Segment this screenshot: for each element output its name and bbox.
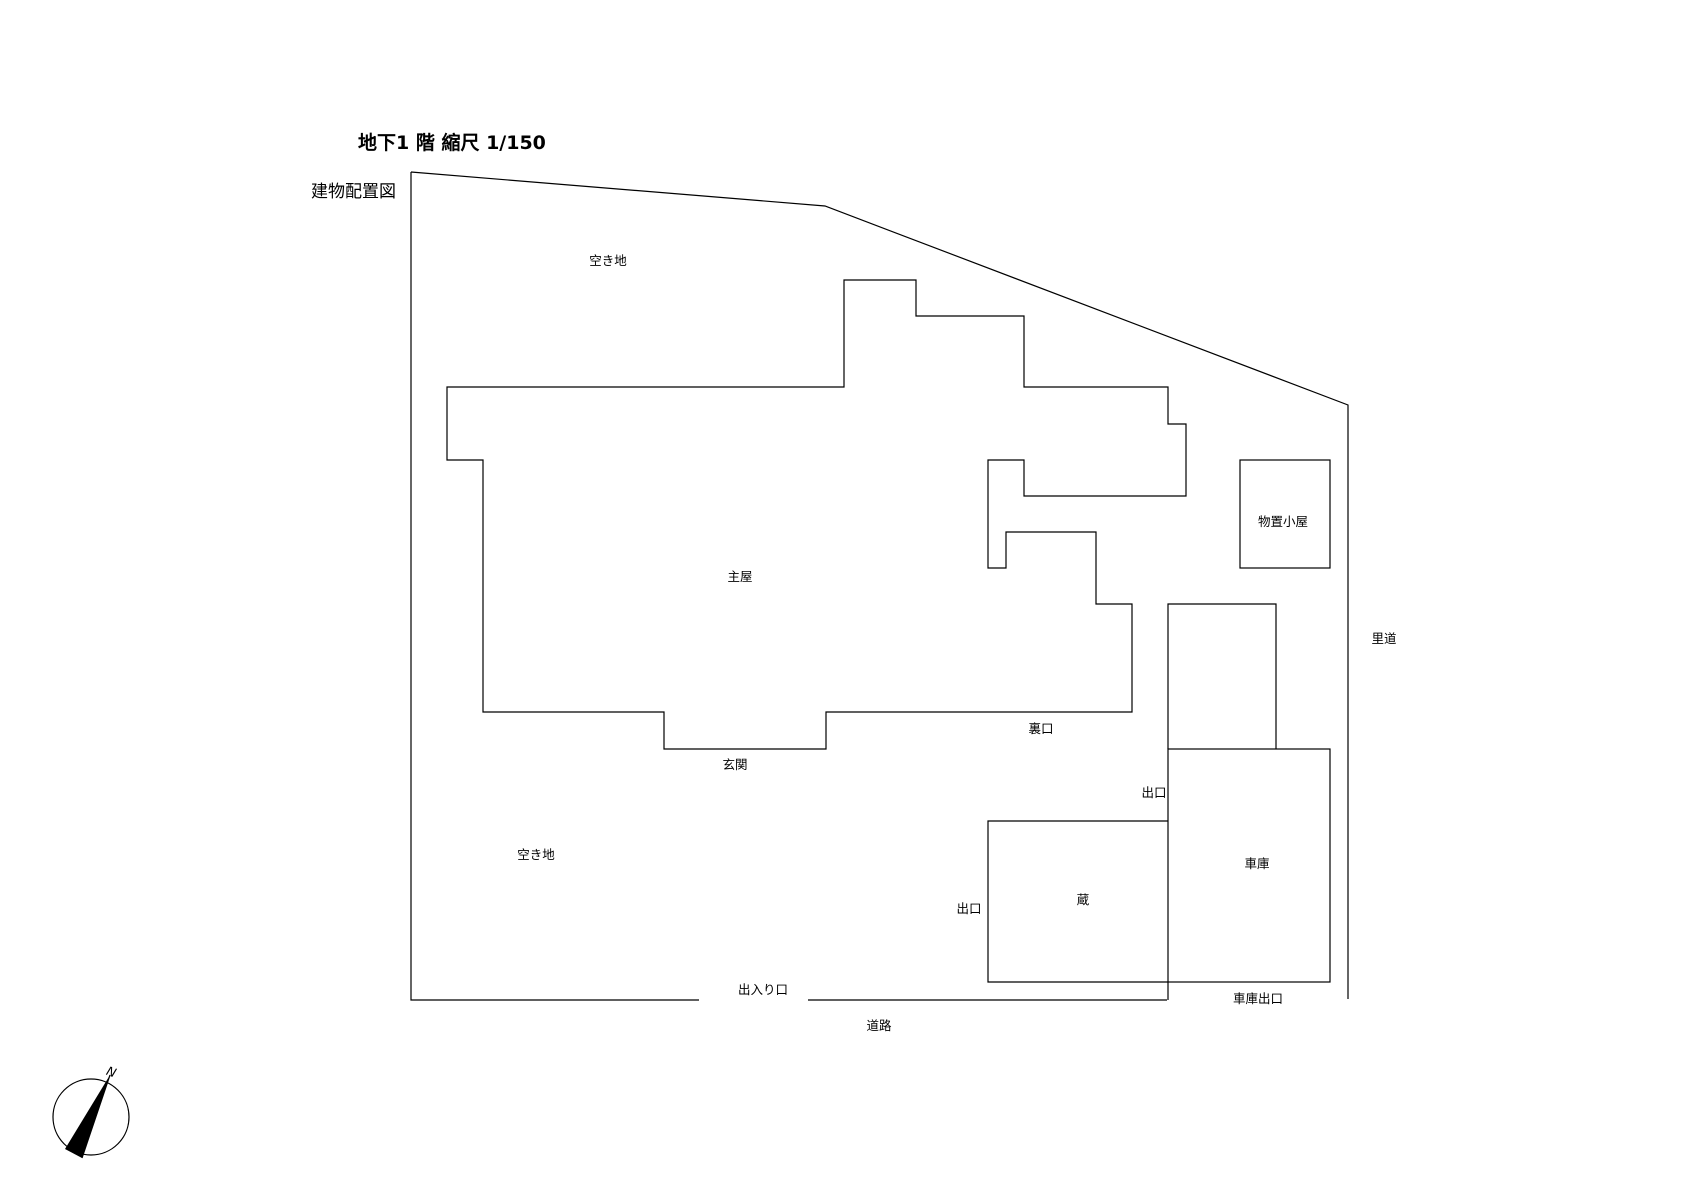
label-storage-shed: 物置小屋 bbox=[1258, 514, 1308, 529]
storage-shed-outline bbox=[1239, 459, 1331, 569]
label-garage-exit: 車庫出口 bbox=[1233, 991, 1283, 1006]
site-boundary bbox=[410, 171, 1349, 1001]
main-house-outline bbox=[446, 279, 1187, 750]
storehouse-outline bbox=[987, 820, 1169, 1000]
drawing-subtitle: 建物配置図 bbox=[311, 182, 396, 202]
label-garage: 車庫 bbox=[1244, 856, 1269, 871]
label-exit-upper: 出口 bbox=[1141, 785, 1166, 800]
north-compass: N bbox=[52, 1063, 130, 1159]
compass-north-label: N bbox=[105, 1063, 120, 1081]
label-exit-left: 出口 bbox=[956, 901, 981, 916]
garage-annex-outline bbox=[1167, 603, 1277, 749]
label-entrance: 玄関 bbox=[722, 757, 747, 772]
label-road: 道路 bbox=[866, 1018, 892, 1033]
compass-needle-edge bbox=[81, 1074, 111, 1159]
label-back-door: 裏口 bbox=[1028, 721, 1053, 736]
label-storehouse: 蔵 bbox=[1077, 892, 1090, 907]
label-village-road: 里道 bbox=[1371, 631, 1397, 646]
compass-circle bbox=[52, 1078, 130, 1156]
label-vacant-lot-bottom: 空き地 bbox=[517, 847, 555, 862]
label-gateway: 出入り口 bbox=[738, 982, 788, 997]
label-main-house: 主屋 bbox=[727, 569, 752, 584]
compass-needle-icon bbox=[65, 1075, 110, 1158]
garage-outline bbox=[1167, 748, 1331, 983]
label-vacant-lot-top: 空き地 bbox=[589, 253, 627, 268]
drawing-title: 地下1 階 縮尺 1/150 bbox=[358, 131, 546, 154]
